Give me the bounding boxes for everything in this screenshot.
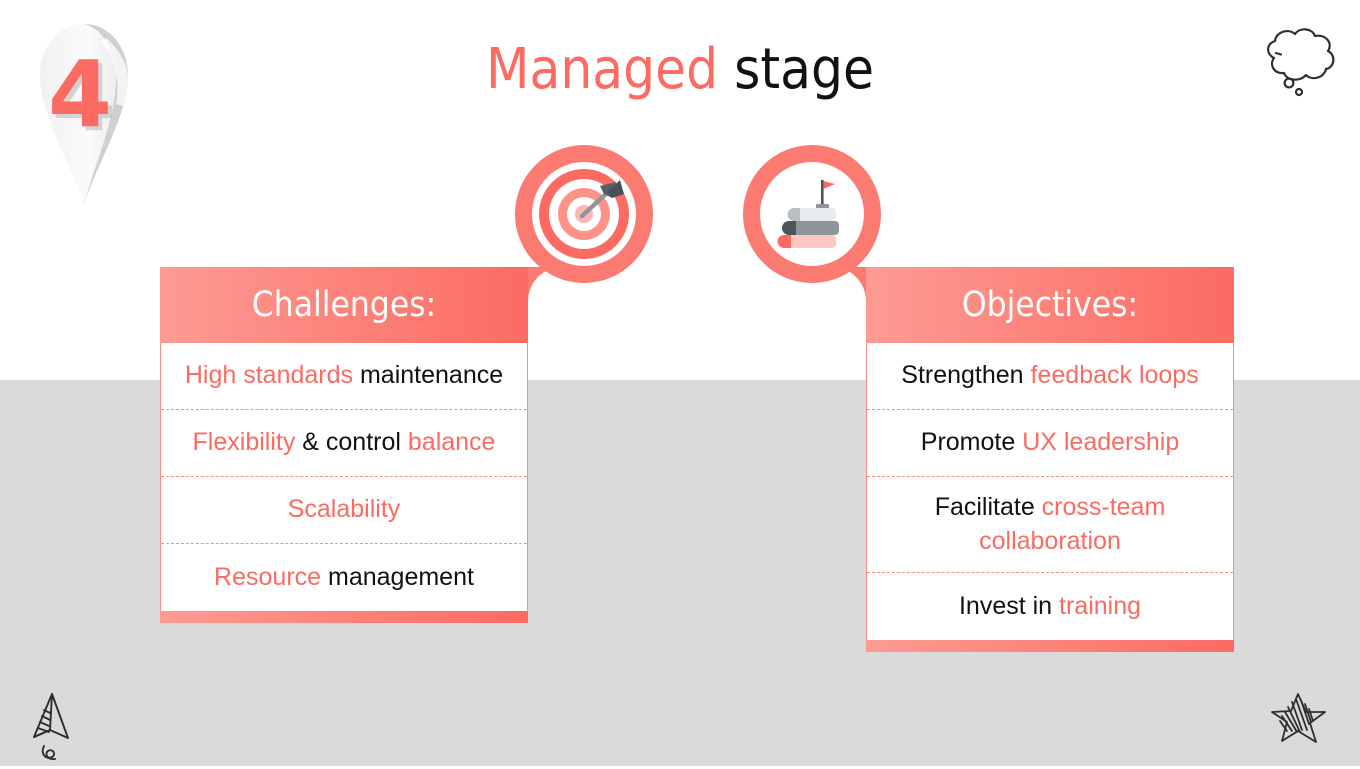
list-item: Invest in training xyxy=(867,573,1233,640)
objectives-badge xyxy=(743,145,881,283)
paper-plane-icon xyxy=(22,688,92,764)
row-tail: cross-team collaboration xyxy=(979,493,1166,555)
challenges-heading-text: Challenges: xyxy=(251,285,437,325)
challenges-card-header: Challenges: xyxy=(160,267,562,343)
row-lead: Promote xyxy=(920,428,1023,457)
objectives-card-footer xyxy=(866,640,1234,652)
row-tail: UX leadership xyxy=(1022,428,1180,457)
row-lead: Invest in xyxy=(958,591,1060,620)
slide-title-rest: stage xyxy=(734,37,875,102)
challenges-card-body: High standards maintenance Flexibility &… xyxy=(160,343,528,611)
row-tail: training xyxy=(1059,591,1142,620)
row-mid: & control xyxy=(295,428,408,457)
objectives-heading-text: Objectives: xyxy=(961,285,1139,325)
row-lead: Strengthen xyxy=(901,361,1031,390)
challenges-header-notch xyxy=(528,267,562,301)
list-item: Promote UX leadership xyxy=(867,410,1233,477)
list-item: Flexibility & control balance xyxy=(161,410,527,477)
list-item: Facilitate cross-team collaboration xyxy=(867,477,1233,573)
thought-bubble-icon xyxy=(1254,24,1342,106)
row-tail: maintenance xyxy=(359,361,504,390)
list-item: Resource management xyxy=(161,544,527,611)
row-lead: Facilitate xyxy=(934,493,1042,521)
list-item: Strengthen feedback loops xyxy=(867,343,1233,410)
pin-number-glyph: 4 4 xyxy=(48,41,116,152)
row-tail: management xyxy=(328,562,474,591)
svg-text:4: 4 xyxy=(52,45,116,152)
challenges-badge-inner xyxy=(532,162,636,266)
target-dartboard-icon xyxy=(539,169,629,259)
slide-title-highlight: Managed xyxy=(485,37,719,102)
list-item: Scalability xyxy=(161,477,527,544)
pin-number-text: 4 xyxy=(48,41,112,148)
slide-title: Managed stage xyxy=(0,42,1360,98)
row-lead: Scalability xyxy=(287,495,401,524)
row-lead: Resource xyxy=(214,562,322,591)
slide-number-pin: 4 4 xyxy=(36,22,132,208)
row-lead: Flexibility xyxy=(192,428,296,457)
row-tail: feedback loops xyxy=(1030,361,1199,390)
challenges-card-footer xyxy=(160,611,528,623)
challenges-badge xyxy=(515,145,653,283)
objectives-badge-inner xyxy=(760,162,864,266)
star-icon xyxy=(1268,688,1330,750)
row-tail: balance xyxy=(407,428,496,457)
objectives-card-body: Strengthen feedback loops Promote UX lea… xyxy=(866,343,1234,640)
list-item: High standards maintenance xyxy=(161,343,527,410)
challenges-card: Challenges: High standards maintenance F… xyxy=(160,267,562,623)
objectives-card: Objectives: Strengthen feedback loops Pr… xyxy=(832,267,1234,652)
stack-of-books-icon xyxy=(777,180,839,248)
row-lead: High standards xyxy=(184,361,354,390)
objectives-card-header: Objectives: xyxy=(832,267,1234,343)
